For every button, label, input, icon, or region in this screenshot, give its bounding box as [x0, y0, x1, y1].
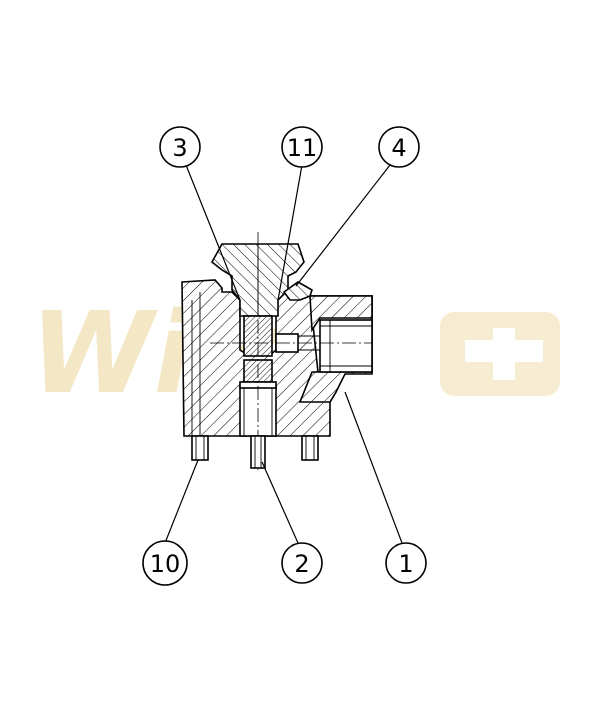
balloon-2: 2 [281, 542, 323, 584]
leader-3 [185, 164, 241, 301]
leader-10 [164, 459, 199, 544]
balloon-label: 10 [150, 550, 181, 578]
balloon-label: 4 [391, 134, 406, 162]
balloon-label: 2 [294, 550, 309, 578]
leader-11 [277, 164, 303, 301]
balloon-10: 10 [142, 540, 188, 586]
balloon-4: 4 [378, 126, 420, 168]
cap-part [282, 281, 313, 301]
balloon-11: 11 [281, 126, 323, 168]
pin-right [301, 435, 319, 461]
balloon-1: 1 [385, 542, 427, 584]
spring-part [239, 315, 277, 389]
balloon-label: 3 [172, 134, 187, 162]
leader-4 [295, 164, 391, 287]
leader-lines [164, 164, 403, 544]
watermark-logo-cross [465, 328, 543, 380]
leader-2 [261, 461, 299, 544]
leader-1 [344, 391, 403, 544]
pin-center [250, 435, 266, 469]
balloon-3: 3 [159, 126, 201, 168]
pin-left [191, 435, 209, 461]
pins [191, 435, 319, 469]
balloon-label: 11 [287, 134, 318, 162]
balloon-label: 1 [398, 550, 413, 578]
body-part [181, 279, 373, 437]
